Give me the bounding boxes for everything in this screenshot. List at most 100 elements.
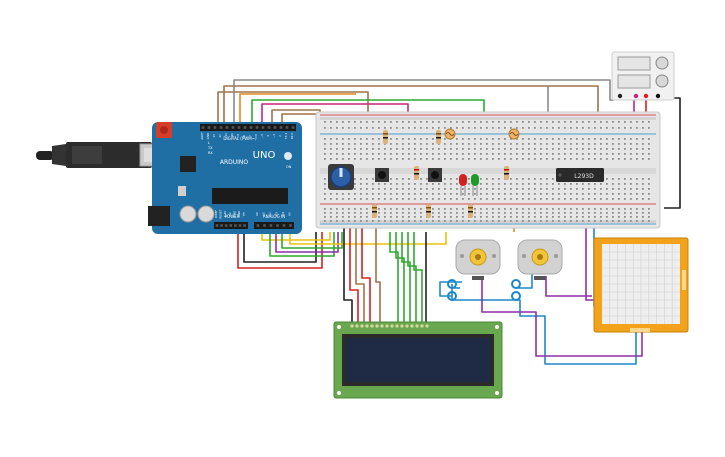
driver-ic[interactable]: L293D: [556, 168, 604, 182]
photoresistor-1[interactable]: [444, 128, 456, 140]
header-pin[interactable]: [224, 224, 228, 227]
pin-label: A3: [275, 212, 279, 216]
resistor[interactable]: [414, 166, 419, 180]
resistor[interactable]: [468, 204, 473, 218]
wire-orange-1[interactable]: [239, 93, 356, 126]
wire-purple-3[interactable]: [585, 196, 596, 301]
pin-label: ~9: [236, 134, 240, 138]
wire-yellow-2[interactable]: [289, 228, 447, 245]
lcd-pin[interactable]: [380, 324, 384, 328]
header-pin[interactable]: [279, 126, 283, 129]
breadboard[interactable]: [315, 111, 661, 229]
wire-brown-2[interactable]: [223, 85, 599, 126]
lcd-pin[interactable]: [420, 324, 424, 328]
header-pin[interactable]: [243, 224, 246, 227]
header-pin[interactable]: [225, 126, 229, 129]
wire-green-lcd-5[interactable]: [413, 232, 423, 322]
power-supply[interactable]: [611, 51, 675, 101]
lcd-pin[interactable]: [350, 324, 354, 328]
resistor[interactable]: [372, 204, 377, 218]
header-pin[interactable]: [234, 224, 237, 227]
wire-red-1[interactable]: [237, 228, 323, 269]
header-pin[interactable]: [215, 224, 219, 227]
lcd-pin[interactable]: [400, 324, 404, 328]
resistor[interactable]: [436, 130, 441, 144]
wire-black-lcd-1[interactable]: [343, 214, 353, 322]
lcd-pin[interactable]: [425, 324, 429, 328]
wire-green-3[interactable]: [281, 228, 343, 249]
wire-purple-4[interactable]: [545, 276, 592, 297]
header-pin[interactable]: [255, 126, 259, 129]
pin-label: ~3: [272, 134, 276, 138]
lcd-pin[interactable]: [360, 324, 364, 328]
led-green[interactable]: [471, 174, 479, 196]
lcd-pin[interactable]: [390, 324, 394, 328]
wire-black-1[interactable]: [243, 228, 317, 263]
header-pin[interactable]: [261, 126, 265, 129]
lcd-pin[interactable]: [415, 324, 419, 328]
header-pin[interactable]: [220, 224, 223, 227]
header-pin[interactable]: [276, 224, 279, 227]
header-pin[interactable]: [237, 126, 241, 129]
wire-purple-1[interactable]: [275, 228, 339, 253]
resistors[interactable]: [372, 130, 509, 218]
dc-motor-1[interactable]: [455, 239, 501, 275]
header-pin[interactable]: [243, 126, 247, 129]
wire-green-lcd-1[interactable]: [389, 232, 399, 322]
header-pin[interactable]: [249, 126, 253, 129]
lcd-pin[interactable]: [410, 324, 414, 328]
header-pin[interactable]: [229, 224, 233, 227]
wire-blue-1[interactable]: [451, 284, 637, 365]
wire-gray-1[interactable]: [233, 79, 614, 126]
wire-blue-2[interactable]: [439, 281, 462, 297]
pushbutton-1[interactable]: [375, 168, 389, 182]
lcd-pin[interactable]: [370, 324, 374, 328]
wire-red-lcd-1[interactable]: [349, 214, 359, 322]
header-pin[interactable]: [269, 224, 273, 227]
lcd-pin[interactable]: [385, 324, 389, 328]
lcd-pin[interactable]: [355, 324, 359, 328]
lcd-pin[interactable]: [405, 324, 409, 328]
wire-brown-lcd-1[interactable]: [355, 214, 365, 322]
wire-purple-2[interactable]: [481, 276, 643, 357]
lcd-pin[interactable]: [395, 324, 399, 328]
wire-red-lcd-2[interactable]: [361, 214, 371, 322]
xy-plotter[interactable]: [593, 237, 689, 333]
lcd-pin[interactable]: [375, 324, 379, 328]
pin-label: 13: [212, 134, 216, 138]
resistor[interactable]: [504, 166, 509, 180]
header-pin[interactable]: [238, 224, 242, 227]
header-pin[interactable]: [263, 224, 266, 227]
resistor[interactable]: [426, 204, 431, 218]
driver-ic-label: L293D: [574, 173, 594, 180]
power-jack[interactable]: [148, 206, 170, 226]
header-pin[interactable]: [267, 126, 271, 129]
pin-label: AREF: [200, 132, 204, 140]
header-pin[interactable]: [213, 126, 217, 129]
header-pin[interactable]: [256, 224, 260, 227]
header-pin[interactable]: [207, 126, 211, 129]
lcd-pin[interactable]: [365, 324, 369, 328]
wire-green-lcd-2[interactable]: [395, 232, 405, 322]
header-pin[interactable]: [219, 126, 223, 129]
led-red[interactable]: [459, 174, 467, 196]
resistor[interactable]: [383, 130, 388, 144]
header-pin[interactable]: [289, 224, 292, 227]
pushbutton-2[interactable]: [428, 168, 442, 182]
header-pin[interactable]: [231, 126, 235, 129]
header-pin[interactable]: [273, 126, 277, 129]
wire-green-lcd-4[interactable]: [407, 232, 417, 322]
wire-brown-lcd-2[interactable]: [375, 214, 381, 322]
lcd-display[interactable]: [333, 321, 503, 399]
potentiometer[interactable]: [328, 164, 354, 190]
wire-green-lcd-3[interactable]: [401, 232, 411, 322]
wire-black-2[interactable]: [660, 97, 681, 209]
header-pin[interactable]: [201, 126, 205, 129]
dc-motor-2[interactable]: [517, 239, 563, 275]
header-pin[interactable]: [282, 224, 286, 227]
header-pin[interactable]: [285, 126, 289, 129]
header-pin[interactable]: [291, 126, 295, 129]
arduino-uno-board[interactable]: DIGITAL (PWM~) ARDUINO UNO POWER ANALOG …: [148, 122, 302, 234]
photoresistor-2[interactable]: [508, 128, 520, 140]
